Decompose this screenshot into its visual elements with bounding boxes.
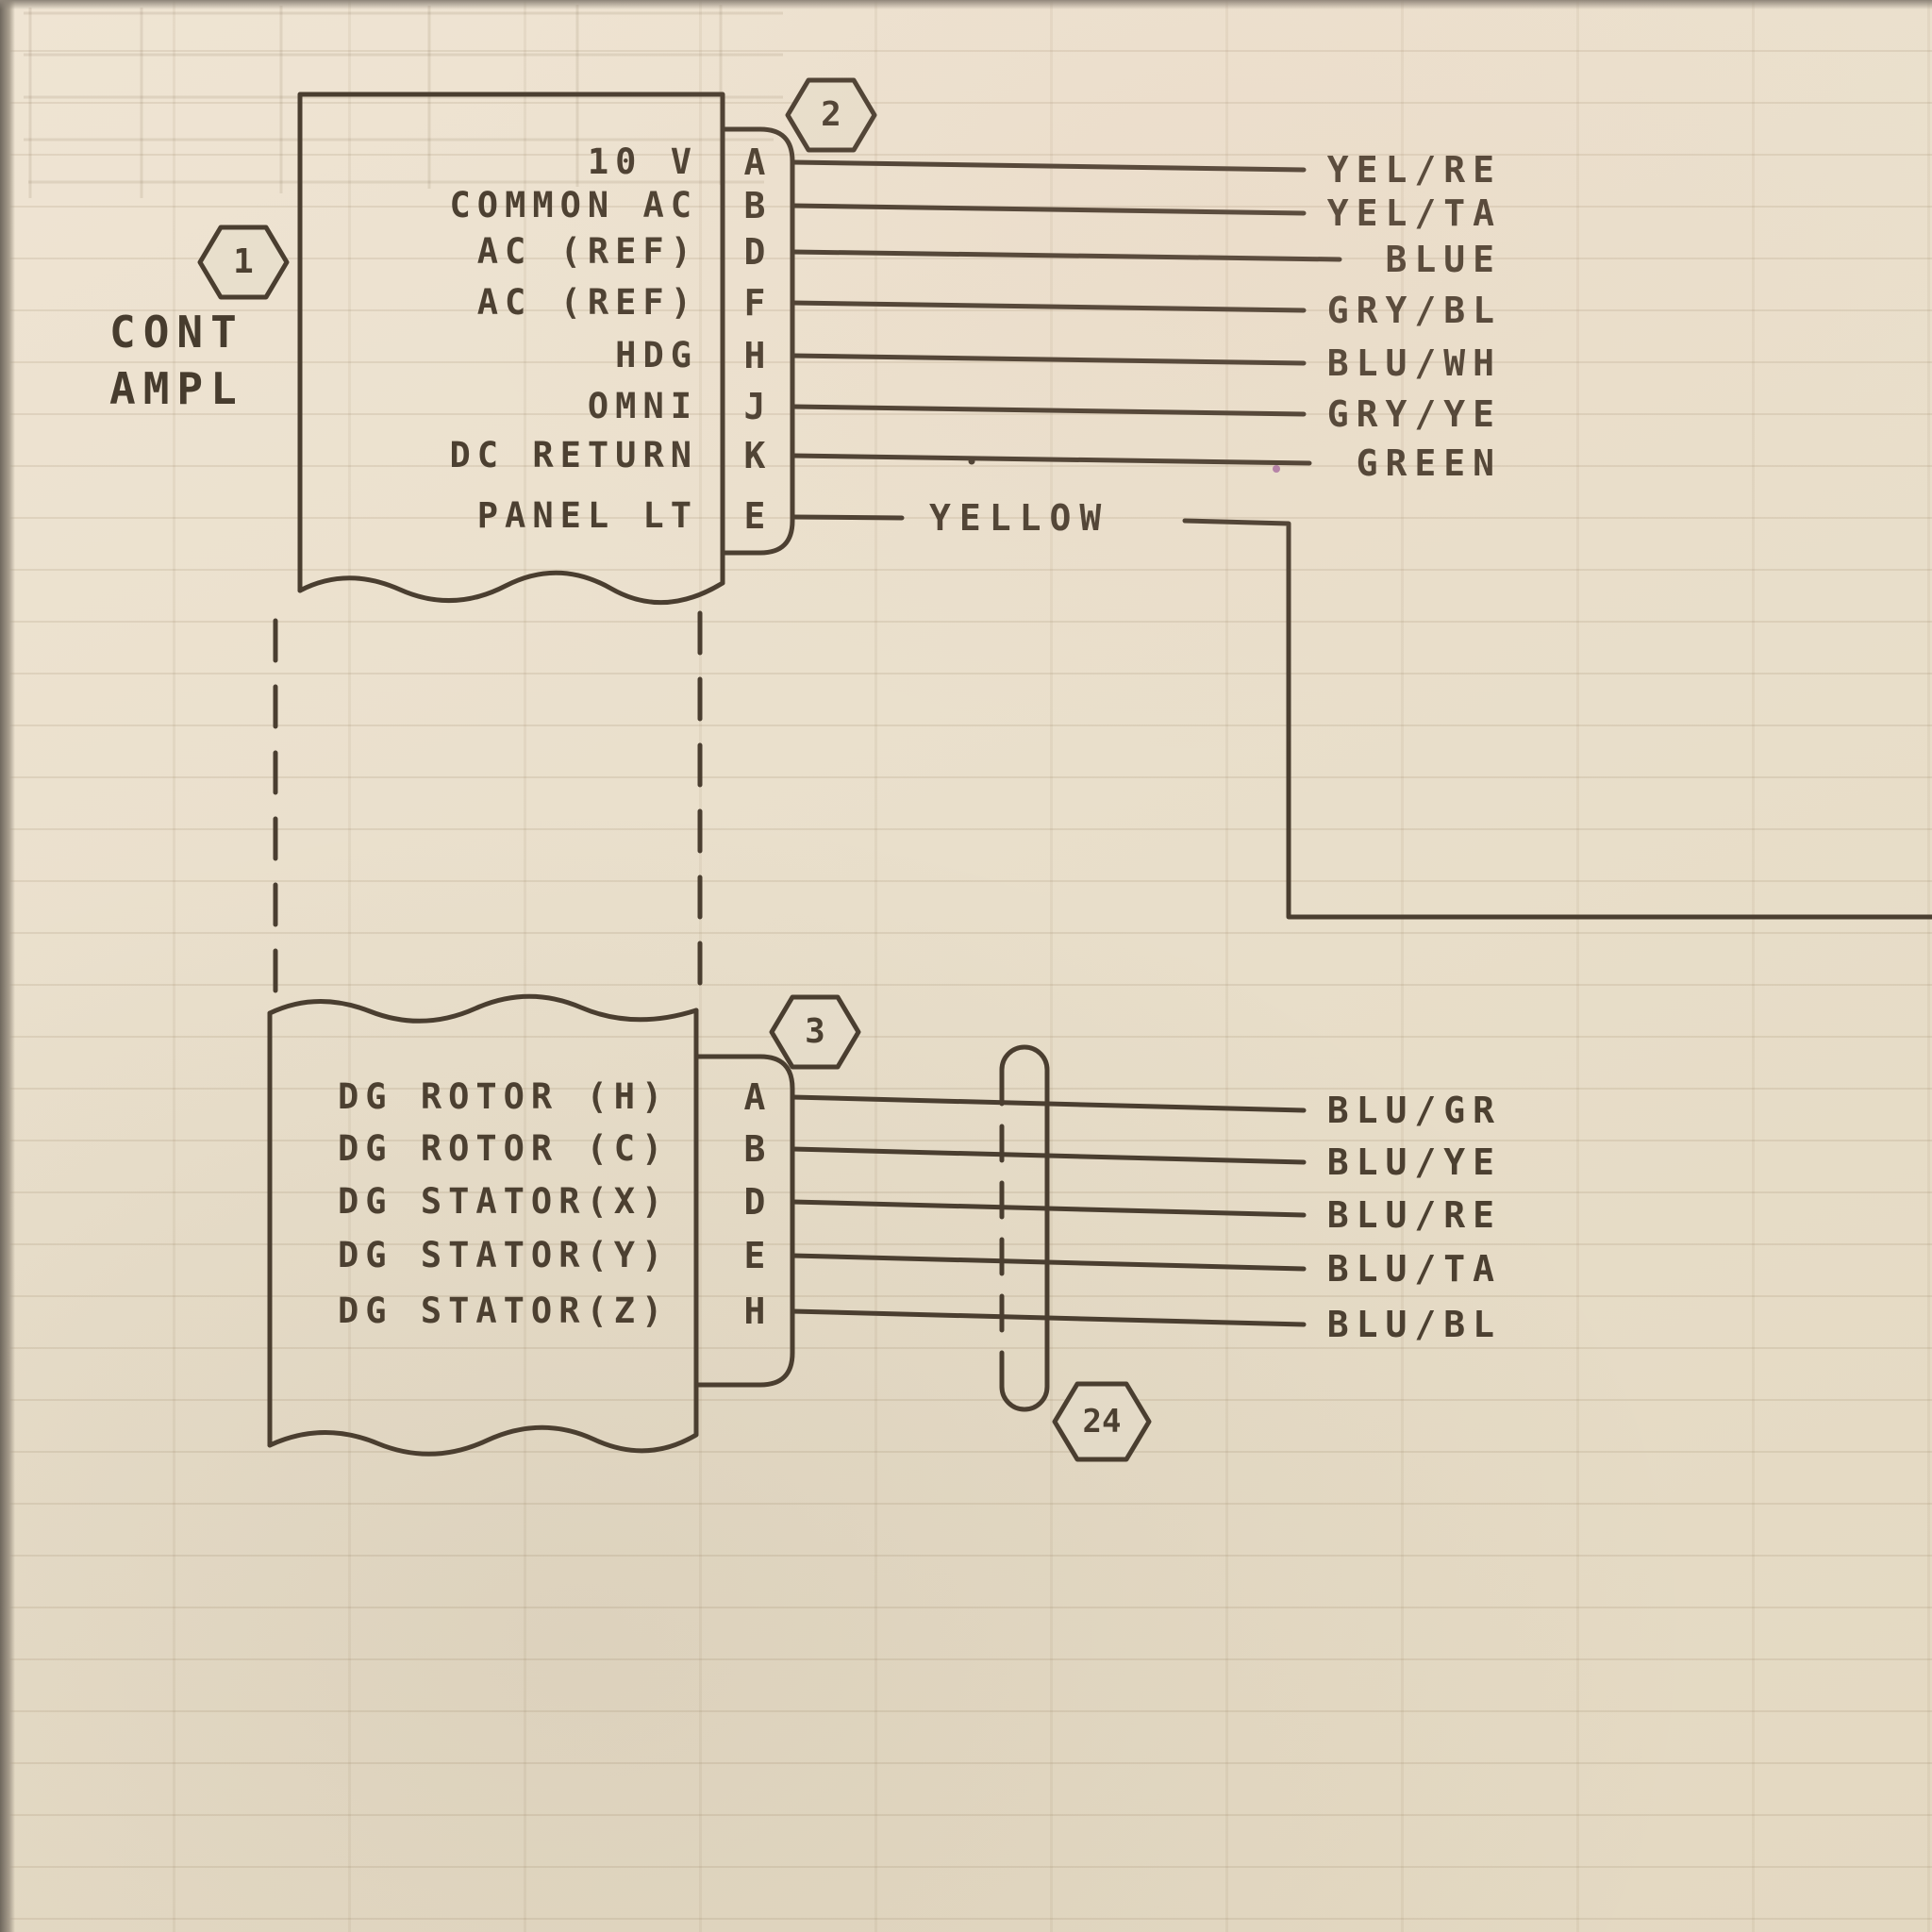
wire-pin-h: [790, 353, 1307, 366]
wire-pin-d: [790, 249, 1342, 262]
c2-pin: H: [743, 335, 766, 376]
c3-signal: DG STATOR(Z): [338, 1291, 670, 1331]
photo-edge-left: [0, 0, 15, 1932]
cont-ampl-box-break-line: [297, 570, 725, 606]
c3-pin: D: [743, 1181, 766, 1223]
wire-pin-e-run: [1182, 518, 1932, 920]
c2-pin: A: [743, 142, 766, 183]
wire-pin-e-stub: [790, 514, 905, 521]
connector-2-bracket: [720, 126, 795, 556]
connector-3-bracket: [693, 1054, 795, 1388]
c3-wire-color: BLU/RE: [1326, 1194, 1502, 1236]
component-label-line2: AMPL: [109, 363, 244, 414]
c2-signal: DC RETURN: [449, 435, 698, 475]
c3-pin: H: [743, 1291, 766, 1332]
c2-wire-color-yellow: YELLOW: [929, 497, 1110, 539]
c3-wire-color: BLU/YE: [1326, 1141, 1502, 1183]
c2-wire-color: BLU/WH: [1326, 342, 1502, 384]
c2-wire-color: YEL/RE: [1326, 149, 1502, 191]
callout-2-hexagon: [785, 77, 877, 153]
c2-wire-color: BLUE: [1385, 239, 1502, 280]
wire-pin-b: [790, 203, 1307, 216]
c2-signal: AC (REF): [476, 231, 698, 272]
c2-signal: OMNI: [587, 386, 698, 426]
c3-signal: DG ROTOR (H): [338, 1076, 670, 1117]
dg-box-break-line-top: [267, 993, 699, 1024]
c2-wire-color: GREEN: [1356, 442, 1502, 484]
c2-signal: COMMON AC: [449, 185, 698, 225]
wire-pin-j: [790, 404, 1307, 417]
c2-pin: J: [743, 386, 766, 427]
c3-wire-color: BLU/GR: [1326, 1090, 1502, 1131]
dg-box-break-line-bottom: [267, 1424, 699, 1457]
c2-signal: 10 V: [587, 142, 698, 182]
c3-pin: B: [743, 1128, 766, 1170]
c2-pin: K: [743, 435, 766, 476]
callout-1-hexagon: [197, 225, 290, 300]
callout-3-number: 3: [805, 1012, 825, 1051]
wire-pin-f: [790, 300, 1307, 313]
c3-wire-color: BLU/TA: [1326, 1248, 1502, 1290]
c2-wire-color: GRY/BL: [1326, 290, 1502, 331]
shield-loop-solid: [999, 1044, 1050, 1412]
ghost-bleedthrough-grid: [24, 5, 783, 198]
c3-pin: A: [743, 1076, 766, 1118]
c2-signal: AC (REF): [476, 282, 698, 323]
c2-wire-color: GRY/YE: [1326, 393, 1502, 435]
callout-3-hexagon: [769, 994, 861, 1070]
photo-edge-top: [0, 0, 1932, 9]
c3-signal: DG STATOR(Y): [338, 1235, 670, 1275]
c2-pin: F: [743, 282, 766, 324]
c3-signal: DG ROTOR (C): [338, 1128, 670, 1169]
c2-wire-color: YEL/TA: [1326, 192, 1502, 234]
wire-pin-k: [790, 453, 1312, 466]
c2-pin: D: [743, 231, 766, 273]
component-label-line1: CONT: [109, 307, 244, 358]
callout-1-number: 1: [233, 242, 254, 281]
c2-pin: B: [743, 185, 766, 226]
c2-pin: E: [743, 495, 766, 537]
c3-pin: E: [743, 1235, 766, 1276]
callout-24-hexagon: [1052, 1381, 1152, 1462]
c2-signal: HDG: [615, 335, 698, 375]
ink-speck: [968, 458, 975, 465]
callout-2-number: 2: [821, 95, 841, 134]
c3-signal: DG STATOR(X): [338, 1181, 670, 1222]
magenta-speck: [1273, 465, 1280, 473]
callout-24-number: 24: [1082, 1403, 1122, 1441]
c2-signal: PANEL LT: [476, 495, 698, 536]
cont-ampl-box-outline: [297, 92, 725, 593]
c3-wire-color: BLU/BL: [1326, 1304, 1502, 1345]
wire-pin-a: [790, 159, 1307, 173]
